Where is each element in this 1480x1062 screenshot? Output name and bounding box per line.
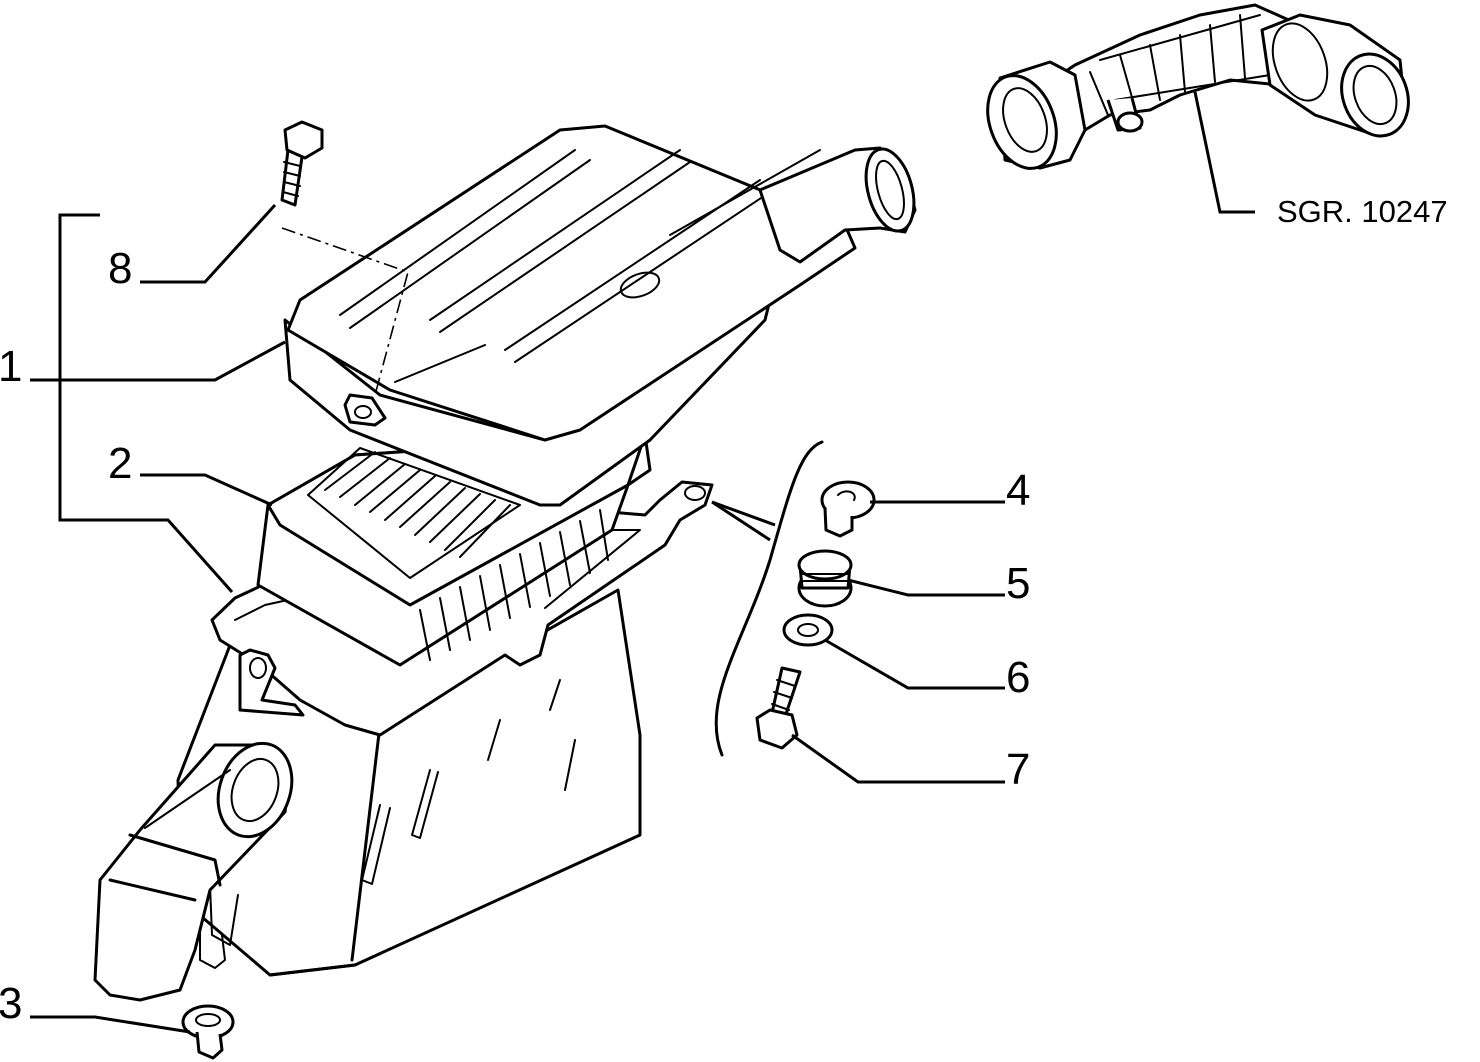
leader-flange-bolt-2 <box>711 500 771 542</box>
part-7-screw <box>755 666 802 750</box>
leader-lines <box>30 91 1255 1034</box>
callout-1: 1 <box>0 342 22 391</box>
callout-8: 8 <box>108 244 132 293</box>
leader-1 <box>30 340 286 382</box>
callout-4: 4 <box>1006 466 1030 515</box>
callout-5: 5 <box>1006 559 1030 608</box>
bracket-1 <box>58 213 234 593</box>
part-6-washer <box>782 613 834 647</box>
part-5-plug <box>797 549 853 608</box>
part-4-grommet <box>820 480 876 538</box>
callout-labels: 8 1 2 3 4 5 6 7 SGR. 10247 <box>0 194 1448 1028</box>
leader-5 <box>847 578 1005 597</box>
cover-bolt <box>280 120 324 207</box>
part-3-drain-plug <box>181 1004 235 1060</box>
leader-3 <box>30 1015 191 1034</box>
leader-6 <box>824 638 1005 690</box>
sgr-reference: SGR. 10247 <box>1277 194 1448 229</box>
callout-2: 2 <box>108 439 132 488</box>
leader-sgr <box>1193 91 1255 214</box>
bolt-axis-line <box>281 227 409 396</box>
filter-cover <box>283 124 917 507</box>
callout-7: 7 <box>1006 745 1030 794</box>
leader-flange-bolt <box>711 500 776 527</box>
inlet-hose <box>986 3 1410 170</box>
outlet-duct <box>93 741 294 1002</box>
leader-8 <box>140 203 277 284</box>
leader-2 <box>140 473 273 507</box>
small-parts-bracket <box>714 440 824 757</box>
filter-pleats-top <box>324 451 511 558</box>
callout-6: 6 <box>1006 653 1030 702</box>
leader-7 <box>791 733 1005 784</box>
filter-pleats-side <box>419 509 609 661</box>
callout-3: 3 <box>0 979 22 1028</box>
